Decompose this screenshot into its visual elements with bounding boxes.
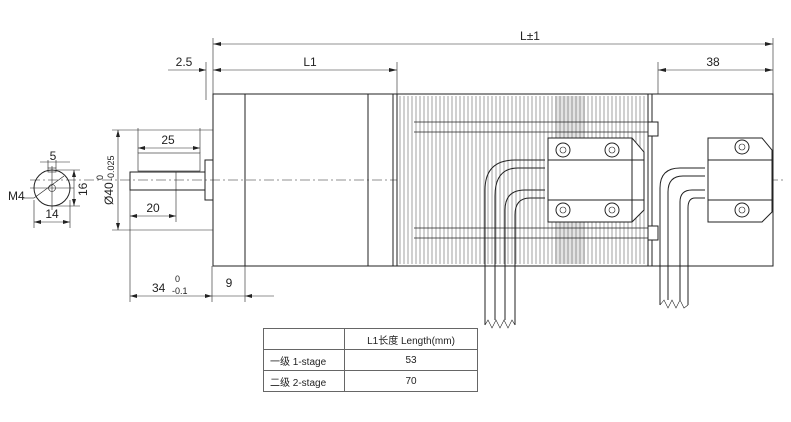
label-shaft-tol-upper: 0 <box>95 175 105 180</box>
dimension-shaft-length-inner: 20 <box>130 190 177 222</box>
table-row-label: 二级 2-stage <box>263 370 345 392</box>
label-key-length: 25 <box>161 133 175 147</box>
label-end-flat-height: 16 <box>76 182 90 196</box>
encoder-connector <box>659 137 773 309</box>
label-shaft-length-inner: 20 <box>146 201 160 215</box>
table-header-cell: L1长度 Length(mm) <box>344 328 478 350</box>
l1-length-table: L1长度 Length(mm) 一级 1-stage 53 二级 2-stage… <box>263 328 478 392</box>
dimension-total-length: L±1 <box>212 29 774 94</box>
label-shaft-length-tol-upper: 0 <box>175 274 180 284</box>
table-row: 一级 1-stage 53 <box>263 349 478 371</box>
table-header-row: L1长度 Length(mm) <box>263 328 478 350</box>
label-end-diameter: 14 <box>45 207 59 221</box>
label-encoder-length: 38 <box>706 55 720 69</box>
table-row-value: 53 <box>344 349 478 371</box>
label-flange-thickness: 9 <box>226 276 233 290</box>
table-row: 二级 2-stage 70 <box>263 370 478 392</box>
label-shaft-diameter: Ø40 <box>102 182 116 205</box>
table-row-label: 一级 1-stage <box>263 349 345 371</box>
dimension-shaft-length-total: 34 0 -0.1 <box>129 190 213 302</box>
power-connector <box>484 137 645 329</box>
label-shaft-tol-lower: -0.025 <box>106 155 116 181</box>
label-total-length: L±1 <box>520 29 540 43</box>
label-l1: L1 <box>303 55 317 69</box>
label-end-thread: M4 <box>8 189 25 203</box>
output-shaft <box>129 152 206 191</box>
dimension-key-length: 25 <box>137 128 201 153</box>
table-row-value: 70 <box>344 370 478 392</box>
label-shaft-length-total: 34 <box>152 281 166 295</box>
label-end-key-width: 5 <box>50 149 57 163</box>
label-flange-offset: 2.5 <box>176 55 193 69</box>
label-shaft-length-tol-lower: -0.1 <box>172 286 188 296</box>
dimension-shaft-diameter: Ø40 0 -0.025 <box>95 129 213 231</box>
dimension-encoder-length: 38 <box>657 55 773 94</box>
dimension-flange-thickness: 9 <box>212 266 274 302</box>
dimension-l1: L1 <box>213 55 398 94</box>
shaft-end-view: 5 16 M4 14 <box>8 149 90 228</box>
dimension-flange-offset: 2.5 <box>168 55 207 100</box>
